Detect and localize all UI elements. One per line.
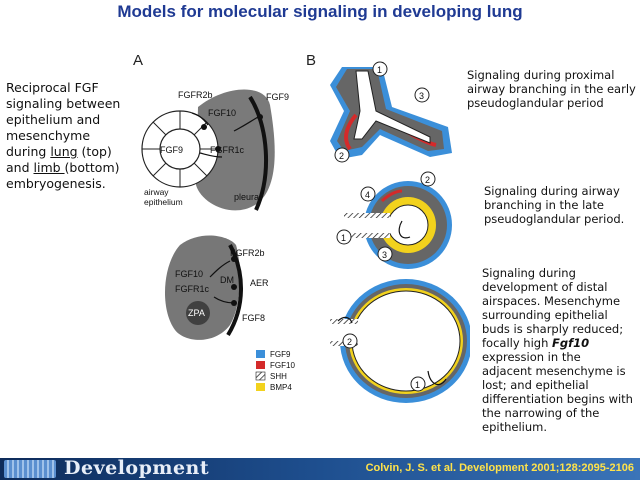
legend-swatch-fgf9: [256, 350, 265, 358]
panel-b-label: B: [306, 52, 316, 69]
marker-4-mid-text: 4: [365, 190, 370, 200]
left-caption-mid: (top) and: [6, 144, 112, 175]
lung-signaling-model: FGFR2b FGF10 FGF9 FGF9 FGFR1c airway epi…: [141, 89, 289, 211]
late-branching-model: 4 2 1 3: [336, 171, 452, 269]
caption-distal-airspaces: Signaling during development of distal a…: [482, 266, 634, 434]
bud-stalk-hatch-bottom: [344, 233, 390, 238]
left-caption-end: (bottom) embryogenesis.: [6, 160, 120, 191]
footer-bar: Development Colvin, J. S. et al. Develop…: [0, 457, 640, 480]
marker-2-mid-text: 2: [425, 175, 430, 185]
dm-arrow: [209, 260, 231, 278]
marker-3-top-text: 3: [419, 91, 424, 101]
caption-late-branching: Signaling during airway branching in the…: [484, 184, 625, 226]
fgf9-center-arrow: [199, 152, 223, 158]
label-fgfr2b-bottom: FGFR2b: [230, 248, 265, 258]
caption-distal-part2: expression in the adjacent mesenchyme is…: [482, 350, 633, 434]
limb-receptor-dot-1: [231, 256, 237, 262]
lung-mesenchyme: [196, 89, 275, 211]
label-fgfr1c-top: FGFR1c: [210, 145, 245, 155]
aer-line: [226, 244, 243, 337]
signaling-diagram: A B FGFR2b FGF10 FGF9 FGF9 FGFR1c airway…: [133, 52, 470, 403]
distal-airspace-model: 2 1: [330, 279, 470, 403]
marker-1-top: [372, 61, 388, 77]
legend-swatch-bmp4: [256, 383, 265, 391]
label-fgfr2b-top: FGFR2b: [178, 90, 213, 100]
receptor-dot-2: [215, 146, 221, 152]
label-fgf8: FGF8: [242, 313, 265, 323]
pleura-line: [248, 95, 269, 211]
y-branch-lumen: [353, 70, 431, 144]
limb-mesenchyme: [164, 235, 240, 340]
marker-1-mid-text: 1: [341, 233, 346, 243]
label-fgf9-center: FGF9: [160, 145, 183, 155]
marker-4-mid: [360, 186, 376, 202]
airspace-stalk-arrow: [337, 316, 353, 324]
marker-1-bottom: [410, 376, 426, 392]
legend-swatch-fgf10: [256, 361, 265, 369]
left-caption: Reciprocal FGF signaling between epithel…: [6, 80, 134, 192]
label-fgf10-top: FGF10: [208, 108, 236, 118]
marker-3-mid: [377, 246, 393, 262]
left-caption-lung: lung: [50, 144, 78, 159]
legend-label-fgf10: FGF10: [270, 361, 295, 370]
airspace-lumen: [351, 290, 461, 392]
receptor-dot-3: [257, 114, 263, 120]
airspace-arrow: [427, 370, 447, 386]
marker-1-mid: [336, 229, 352, 245]
caption-distal-part1: Signaling during development of distal a…: [482, 266, 624, 350]
limb-receptor-dot-2: [231, 284, 237, 290]
marker-3-top: [414, 87, 430, 103]
label-pleura: pleura: [234, 192, 259, 202]
journal-logo-icon: [4, 460, 56, 478]
label-fgf10-bottom: FGF10: [175, 269, 203, 279]
label-fgf9-top: FGF9: [266, 92, 289, 102]
page-title: Models for molecular signaling in develo…: [117, 2, 523, 21]
legend-swatch-shh: [255, 371, 266, 381]
label-airway: airway: [144, 187, 169, 197]
zpa-blob: [186, 301, 210, 325]
citation-text: Colvin, J. S. et al. Development 2001;12…: [365, 462, 634, 474]
left-caption-line1: Reciprocal FGF signaling between epithel…: [6, 80, 121, 159]
bud-stalk-lumen: [344, 218, 394, 233]
label-epithelium: epithelium: [144, 197, 183, 207]
label-zpa: ZPA: [188, 308, 205, 318]
bud-red-accent: [380, 189, 403, 203]
journal-brand: Development: [64, 457, 210, 479]
marker-2-bottom-text: 2: [347, 337, 352, 347]
marker-1-top-text: 1: [377, 65, 382, 75]
legend-label-fgf9: FGF9: [270, 350, 291, 359]
receptor-dot-1: [201, 124, 207, 130]
label-aer: AER: [250, 278, 269, 288]
label-fgfr1c-bottom: FGFR1c: [175, 284, 210, 294]
legend: FGF9 FGF10 SHH BMP4: [255, 350, 295, 392]
y-branch-red: [344, 113, 358, 151]
bud-arrow: [398, 220, 411, 239]
proximal-branching-model: 1 2 3: [330, 61, 452, 163]
caption-proximal-branching: Signaling during proximal airway branchi…: [467, 68, 636, 110]
left-caption-limb: limb: [33, 160, 65, 175]
legend-label-shh: SHH: [270, 372, 287, 381]
legend-label-bmp4: BMP4: [270, 383, 292, 392]
limb-signaling-model: FGFR2b FGF10 FGFR1c DM AER ZPA FGF8: [164, 235, 269, 340]
fgf9-arrow: [233, 116, 259, 132]
panel-a-label: A: [133, 52, 143, 69]
marker-2-mid: [420, 171, 436, 187]
marker-2-top-text: 2: [339, 151, 344, 161]
label-dm: DM: [220, 275, 234, 285]
caption-distal-fgf10: Fgf10: [552, 336, 590, 350]
airspace-stalk-hatch-top: [330, 319, 358, 324]
marker-2-top: [334, 147, 350, 163]
bud-stalk-hatch-top: [344, 213, 390, 218]
limb-receptor-dot-3: [231, 300, 237, 306]
marker-2-bottom: [342, 333, 358, 349]
marker-1-bottom-text: 1: [415, 380, 420, 390]
fgf10-arrow: [191, 112, 209, 126]
marker-3-mid-text: 3: [382, 250, 387, 260]
